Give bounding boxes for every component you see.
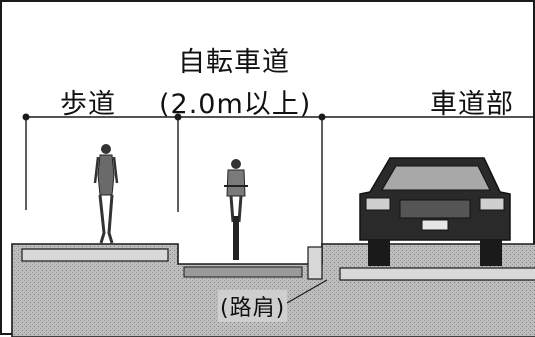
pedestrian-icon bbox=[95, 144, 117, 243]
shoulder-label: (路肩) bbox=[218, 290, 287, 322]
bike-lane-title: 自転車道 bbox=[178, 40, 290, 79]
roadway-slab bbox=[340, 268, 535, 280]
wheel-left bbox=[368, 240, 390, 266]
roadway-label: 車道部 bbox=[430, 82, 514, 121]
cyclist-icon bbox=[224, 159, 248, 260]
wheel-right bbox=[480, 240, 502, 266]
headlight-right bbox=[480, 198, 504, 210]
headlight-left bbox=[366, 198, 390, 210]
license-plate bbox=[422, 220, 448, 230]
sidewalk-label: 歩道 bbox=[60, 82, 116, 121]
boundary-lines bbox=[26, 117, 322, 247]
bike-lane-surface bbox=[184, 267, 302, 277]
sidewalk-slab bbox=[22, 249, 168, 261]
curb-block bbox=[308, 247, 322, 279]
bike-lane-width-label: (2.0m以上) bbox=[159, 82, 311, 121]
